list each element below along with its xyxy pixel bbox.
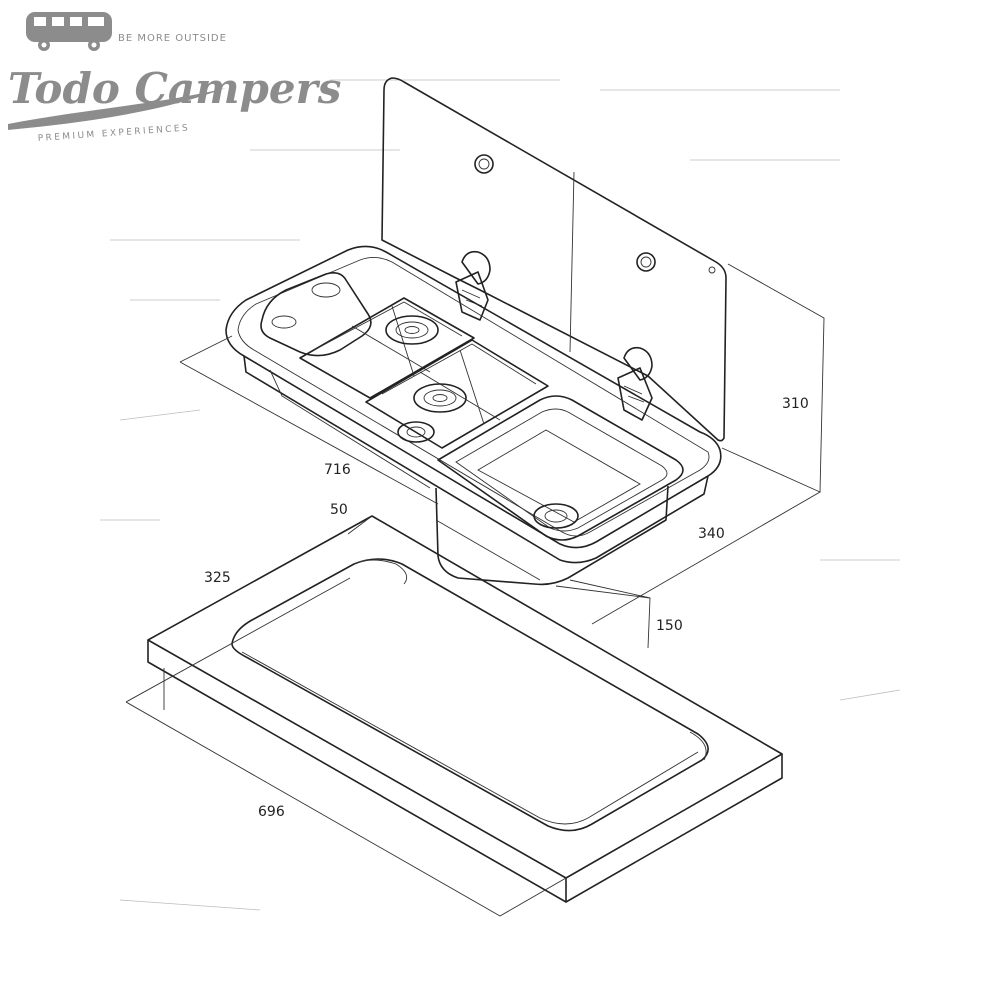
background-sketch [100,79,901,911]
dim-bowl-depth-label: 150 [656,618,683,634]
sink-basin [435,395,684,586]
logo-swoosh [8,88,226,130]
dim-radius-label: 50 [330,502,348,518]
hinge-right [617,346,653,421]
glass-lid [381,77,727,442]
dim-cutout-length-label: 696 [258,804,285,820]
burner-grate-back [299,297,475,399]
cutout-template [125,515,783,917]
logo-brand-name: Todo Campers [8,64,341,113]
hob-sink-unit [225,245,722,586]
dim-depth-label: 340 [698,526,725,542]
van-icon [26,12,112,51]
dimension-labels: 310 340 150 716 50 325 696 [204,396,809,820]
unit-dimension-lines [179,263,825,649]
burner-small [397,421,435,443]
dim-length-label: 716 [324,462,351,478]
burner-grate-front [365,339,549,449]
logo-tagline-bottom: PREMIUM EXPERIENCES [38,123,191,144]
brand-logo: BE MORE OUTSIDE Todo Campers PREMIUM EXP… [8,12,341,144]
logo-tagline-top: BE MORE OUTSIDE [118,33,227,44]
dim-lid-height-label: 310 [782,396,809,412]
dim-cutout-width-label: 325 [204,570,231,586]
